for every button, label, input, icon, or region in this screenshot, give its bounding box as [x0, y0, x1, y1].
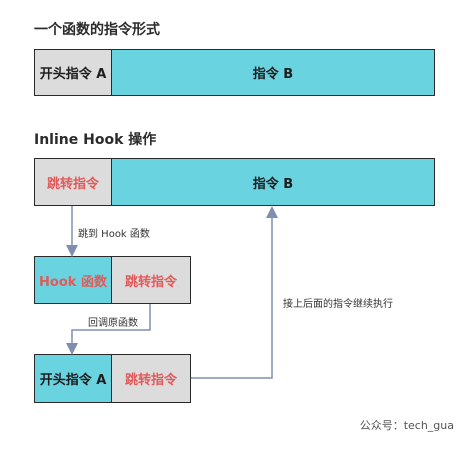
watermark: 公众号：tech_gua — [359, 419, 454, 432]
original-jump-instruction-box: 跳转指令 — [111, 354, 191, 403]
continue-execution-label: 接上后面的指令继续执行 — [283, 299, 393, 310]
section1-title: 一个函数的指令形式 — [34, 22, 160, 38]
instruction-b-box: 指令 B — [111, 49, 435, 96]
call-original-arrow — [66, 304, 151, 355]
jump-instruction-box: 跳转指令 — [34, 158, 112, 206]
original-instruction-a-box: 开头指令 A — [34, 354, 112, 403]
jump-to-hook-label: 跳到 Hook 函数 — [78, 229, 150, 240]
continue-execution-arrow — [191, 206, 278, 379]
section2-title: Inline Hook 操作 — [34, 132, 157, 148]
instruction-b-box-hooked: 指令 B — [111, 158, 435, 206]
hook-function-box: Hook 函数 — [34, 256, 112, 304]
call-original-label: 回调原函数 — [88, 318, 138, 329]
hook-jump-instruction-box: 跳转指令 — [111, 256, 191, 304]
